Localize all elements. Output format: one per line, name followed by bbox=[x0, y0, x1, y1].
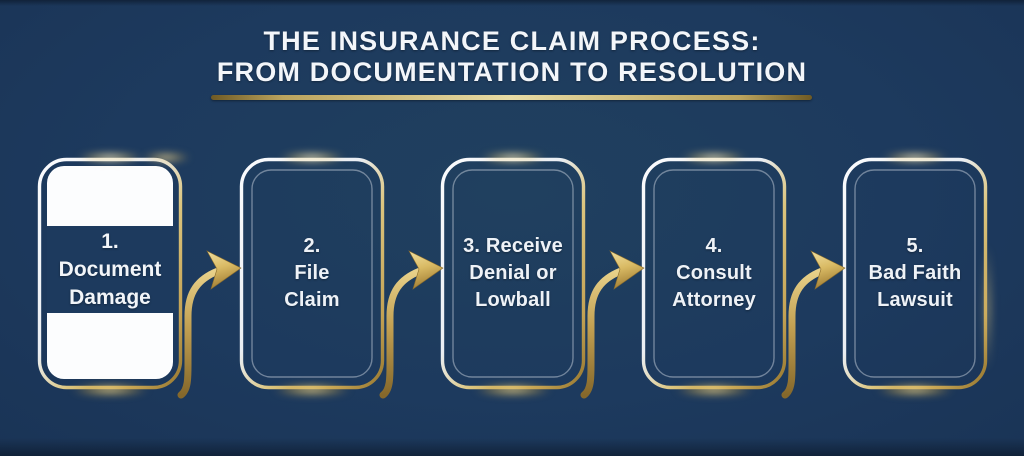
title-block: THE INSURANCE CLAIM PROCESS: FROM DOCUME… bbox=[0, 26, 1024, 88]
bottom-edge-shadow bbox=[0, 438, 1024, 456]
step-number: 1. bbox=[101, 229, 119, 253]
curved-right-arrow-icon bbox=[177, 250, 242, 399]
title-line-1: THE INSURANCE CLAIM PROCESS: bbox=[263, 26, 761, 56]
curved-right-arrow-icon bbox=[379, 250, 444, 399]
step-label-line: 3. Receive bbox=[463, 235, 563, 257]
step-number: 2. bbox=[303, 235, 321, 257]
step-label-line: Claim bbox=[284, 289, 340, 311]
step-card-receive-denial: 3. Receive Denial or Lowball bbox=[440, 152, 586, 396]
title-underline bbox=[211, 95, 812, 100]
step-label-line: Consult bbox=[676, 262, 752, 284]
step-card-consult-attorney: 4. Consult Attorney bbox=[641, 152, 787, 396]
step-card-file-claim: 2. File Claim bbox=[239, 152, 385, 396]
step-label: 4. Consult Attorney bbox=[641, 157, 787, 390]
step-number: 4. bbox=[705, 235, 723, 257]
title-line-2: FROM DOCUMENTATION TO RESOLUTION bbox=[216, 57, 808, 87]
curved-right-arrow-icon bbox=[580, 250, 645, 399]
step-label-line: Document bbox=[58, 257, 162, 281]
step-label: 3. Receive Denial or Lowball bbox=[440, 157, 586, 390]
step-label-line: Bad Faith bbox=[868, 262, 962, 284]
step-label: 2. File Claim bbox=[239, 157, 385, 390]
step-label-band: 1. Document Damage bbox=[47, 226, 173, 313]
top-edge-shadow bbox=[0, 0, 1024, 6]
step-label-line: Lawsuit bbox=[877, 289, 953, 311]
step-label-line: Damage bbox=[69, 285, 151, 309]
step-number: 5. bbox=[906, 235, 924, 257]
curved-right-arrow-icon bbox=[781, 250, 846, 399]
step-label-line: Denial or bbox=[469, 262, 557, 284]
step-label: 5. Bad Faith Lawsuit bbox=[842, 157, 988, 390]
step-label-line: Lowball bbox=[475, 289, 551, 311]
step-label-line: File bbox=[294, 262, 330, 284]
step-label-line: Attorney bbox=[672, 289, 756, 311]
step-card-document-damage: 1. Document Damage bbox=[37, 152, 191, 396]
step-card-bad-faith-lawsuit: 5. Bad Faith Lawsuit bbox=[842, 152, 993, 396]
